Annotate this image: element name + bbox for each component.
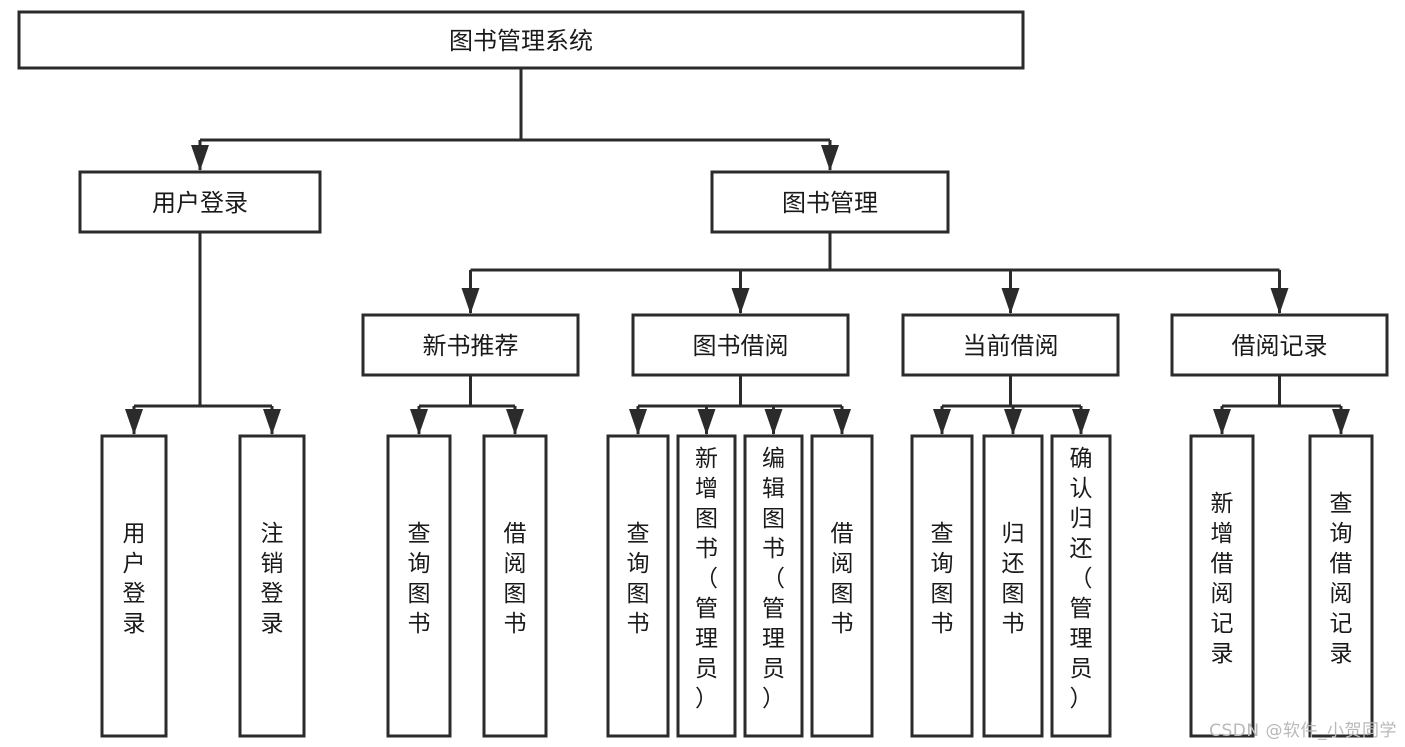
node-leaf-query-record-label: 查询借阅记录 <box>1330 491 1353 667</box>
arrow-to-leaf-query-book-2 <box>629 409 647 435</box>
node-root[interactable]: 图书管理系统 <box>17 10 1025 70</box>
arrow-to-leaf-borrow-book-1 <box>506 409 524 435</box>
arrow-to-leaf-query-record <box>1332 409 1350 435</box>
node-current-borrow-label: 当前借阅 <box>963 332 1059 360</box>
arrow-to-book-borrow <box>731 288 750 314</box>
node-new-book-rec[interactable]: 新书推荐 <box>361 313 580 377</box>
node-leaf-add-book[interactable]: 新增图书（管理员） <box>676 434 737 738</box>
node-leaf-query-book-2[interactable]: 查询图书 <box>606 434 670 738</box>
node-borrow-record-label: 借阅记录 <box>1232 332 1328 360</box>
node-leaf-query-book-2-label: 查询图书 <box>627 521 650 637</box>
arrow-to-new-book-rec <box>461 288 480 314</box>
node-leaf-user-logout-label: 注销登录 <box>261 521 284 637</box>
node-book-borrow-label: 图书借阅 <box>693 332 789 360</box>
arrow-to-leaf-user-login <box>125 409 143 435</box>
node-root-label: 图书管理系统 <box>449 27 593 55</box>
node-leaf-query-book-2-box[interactable] <box>606 434 670 738</box>
node-current-borrow-box[interactable] <box>901 313 1120 377</box>
node-book-manage-box[interactable] <box>710 170 950 234</box>
node-borrow-record[interactable]: 借阅记录 <box>1170 313 1389 377</box>
node-book-manage[interactable]: 图书管理 <box>710 170 950 234</box>
node-book-borrow-box[interactable] <box>631 313 850 377</box>
node-current-borrow[interactable]: 当前借阅 <box>901 313 1120 377</box>
node-new-book-rec-label: 新书推荐 <box>423 332 519 360</box>
node-leaf-confirm-return[interactable]: 确认归还（管理员） <box>1050 434 1112 738</box>
arrow-to-borrow-record <box>1270 288 1289 314</box>
node-leaf-add-book-box[interactable] <box>676 434 737 738</box>
node-leaf-query-book-3-box[interactable] <box>910 434 974 738</box>
node-leaf-confirm-return-label: 确认归还（管理员） <box>1070 446 1093 712</box>
node-leaf-add-record-box[interactable] <box>1189 434 1255 738</box>
csdn-watermark: CSDN @软件_小贺同学 <box>1209 721 1397 741</box>
node-user-login[interactable]: 用户登录 <box>78 170 322 234</box>
node-root-box[interactable] <box>17 10 1025 70</box>
arrow-to-leaf-confirm-return <box>1072 409 1090 435</box>
node-leaf-query-book-1-label: 查询图书 <box>408 521 431 637</box>
node-leaf-user-logout[interactable]: 注销登录 <box>238 434 306 738</box>
node-leaf-user-login-box[interactable] <box>100 434 168 738</box>
node-leaf-query-record-box[interactable] <box>1308 434 1374 738</box>
node-leaf-add-record-label: 新增借阅记录 <box>1211 491 1234 667</box>
node-leaf-user-login-label: 用户登录 <box>123 521 146 637</box>
arrow-to-leaf-add-record <box>1213 409 1231 435</box>
node-leaf-return-book[interactable]: 归还图书 <box>982 434 1044 738</box>
node-leaf-query-book-3[interactable]: 查询图书 <box>910 434 974 738</box>
arrow-to-leaf-query-book-3 <box>933 409 951 435</box>
node-leaf-borrow-book-2-label: 借阅图书 <box>831 521 854 637</box>
node-leaf-confirm-return-box[interactable] <box>1050 434 1112 738</box>
node-leaf-query-book-1-box[interactable] <box>386 434 452 738</box>
node-leaf-borrow-book-2-box[interactable] <box>810 434 874 738</box>
node-leaf-query-book-3-label: 查询图书 <box>931 521 954 637</box>
node-leaf-return-book-box[interactable] <box>982 434 1044 738</box>
node-new-book-rec-box[interactable] <box>361 313 580 377</box>
arrow-to-user-login <box>191 145 209 171</box>
node-book-borrow[interactable]: 图书借阅 <box>631 313 850 377</box>
node-leaf-edit-book-label: 编辑图书（管理员） <box>762 446 785 712</box>
node-borrow-record-box[interactable] <box>1170 313 1389 377</box>
node-layer: 图书管理系统用户登录图书管理新书推荐图书借阅当前借阅借阅记录用户登录注销登录查询… <box>17 10 1389 738</box>
arrow-to-leaf-return-book <box>1004 409 1022 435</box>
node-leaf-query-record[interactable]: 查询借阅记录 <box>1308 434 1374 738</box>
node-leaf-user-logout-box[interactable] <box>238 434 306 738</box>
node-leaf-user-login[interactable]: 用户登录 <box>100 434 168 738</box>
arrow-to-current-borrow <box>1001 288 1020 314</box>
arrow-to-book-manage <box>821 145 839 171</box>
node-leaf-borrow-book-1[interactable]: 借阅图书 <box>482 434 548 738</box>
node-leaf-query-book-1[interactable]: 查询图书 <box>386 434 452 738</box>
node-leaf-return-book-label: 归还图书 <box>1002 521 1025 637</box>
arrow-to-leaf-edit-book <box>764 409 783 435</box>
node-leaf-add-book-label: 新增图书（管理员） <box>695 446 718 712</box>
arrow-to-leaf-add-book <box>697 409 716 435</box>
node-leaf-add-record[interactable]: 新增借阅记录 <box>1189 434 1255 738</box>
node-leaf-edit-book[interactable]: 编辑图书（管理员） <box>743 434 804 738</box>
node-user-login-box[interactable] <box>78 170 322 234</box>
connector-layer <box>125 68 1350 435</box>
arrow-to-leaf-borrow-book-2 <box>833 409 851 435</box>
node-leaf-borrow-book-2[interactable]: 借阅图书 <box>810 434 874 738</box>
node-user-login-label: 用户登录 <box>152 189 248 217</box>
node-leaf-borrow-book-1-label: 借阅图书 <box>504 521 527 637</box>
node-leaf-borrow-book-1-box[interactable] <box>482 434 548 738</box>
arrow-to-leaf-query-book-1 <box>410 409 428 435</box>
node-leaf-edit-book-box[interactable] <box>743 434 804 738</box>
arrow-to-leaf-user-logout <box>263 409 281 435</box>
node-book-manage-label: 图书管理 <box>782 189 878 217</box>
